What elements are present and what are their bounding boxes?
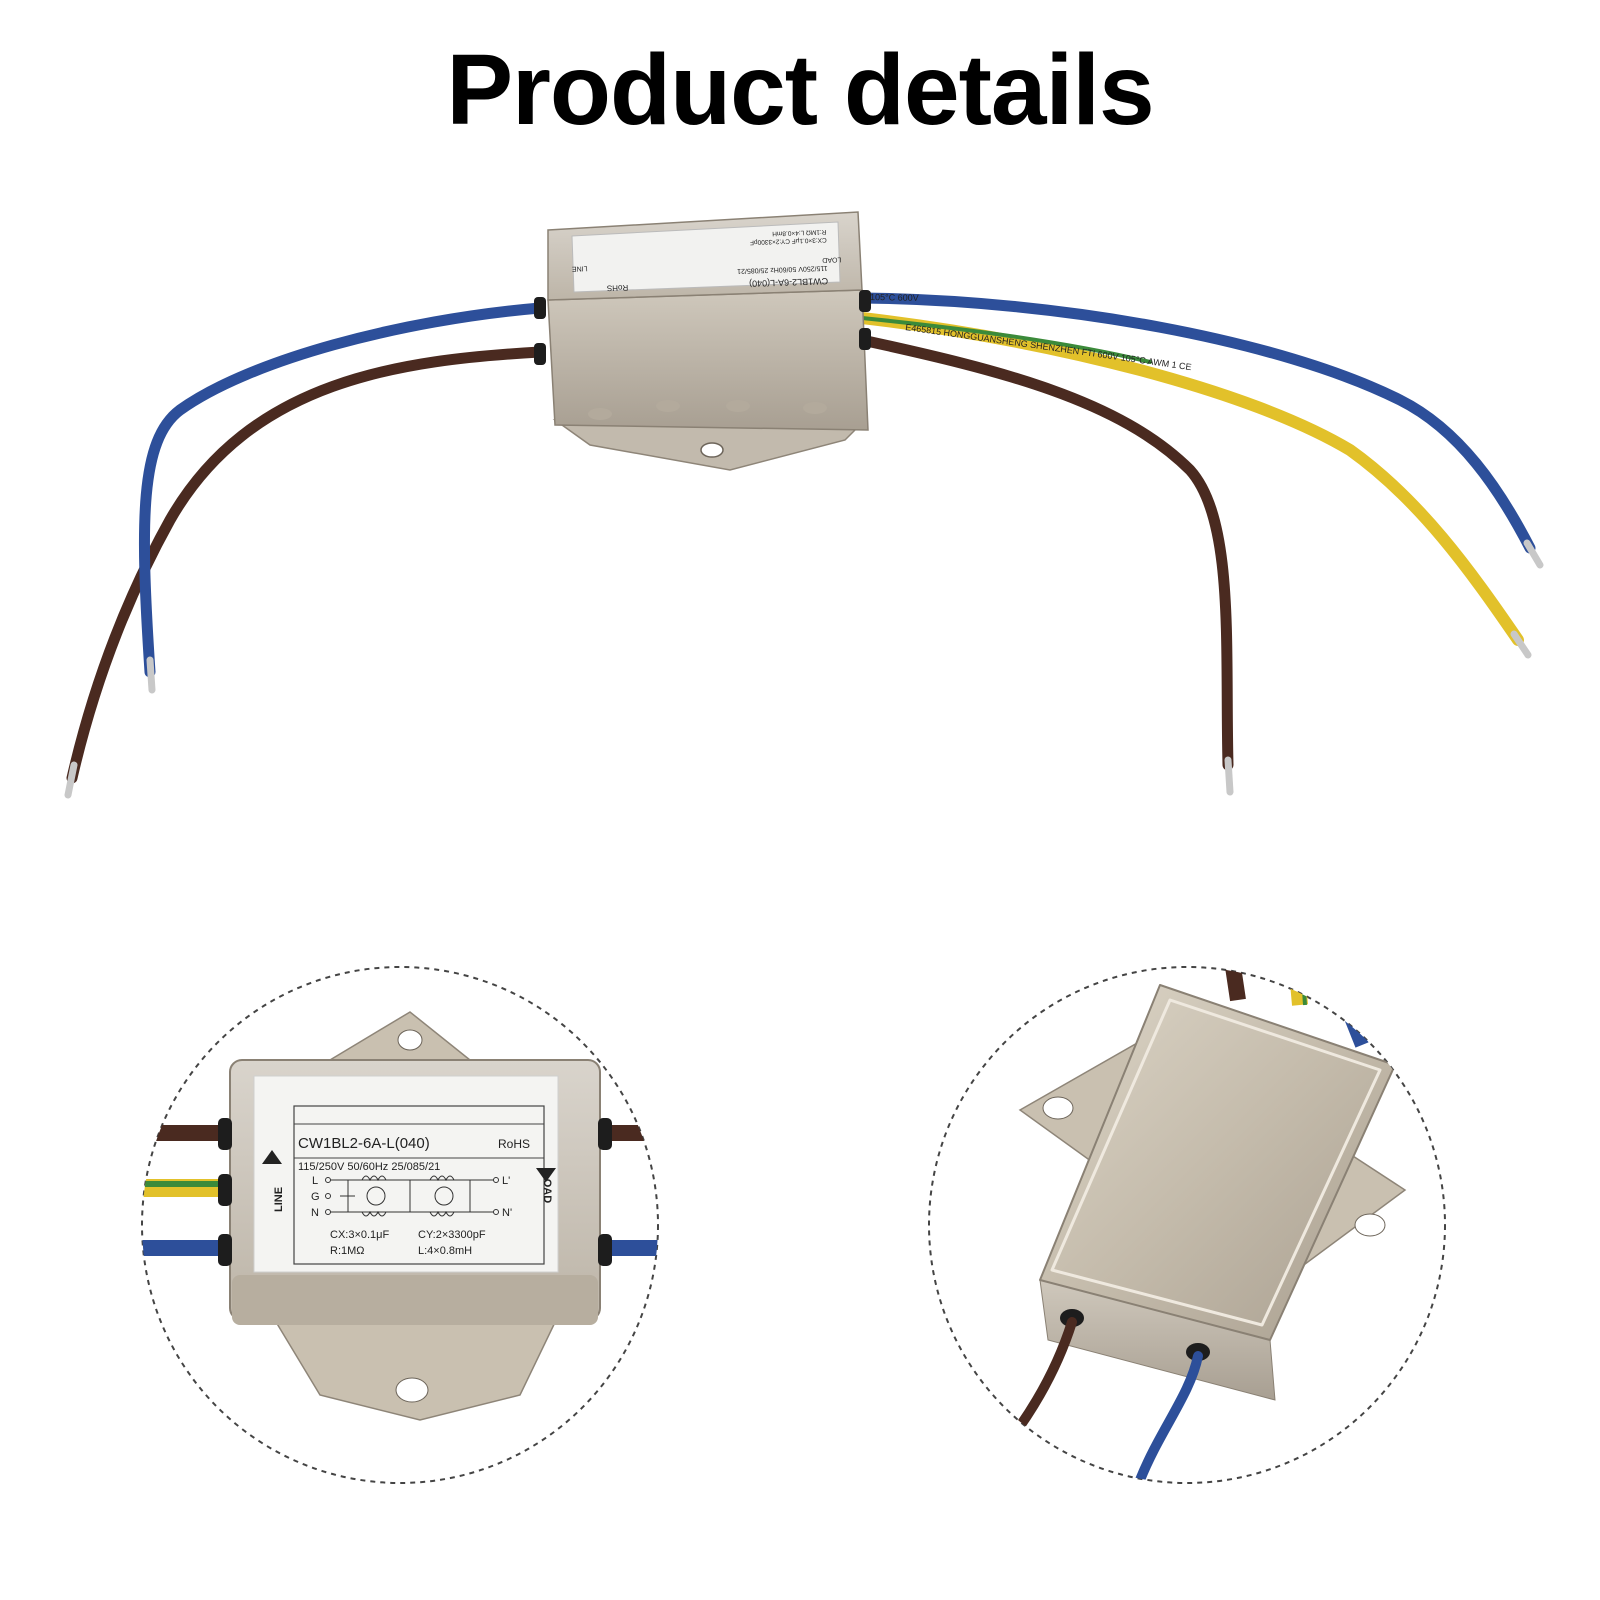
filter-box-back [1039, 984, 1396, 1341]
wire-tip [64, 761, 78, 799]
wire-tip [1224, 756, 1234, 796]
spec-cx: CX:3×0.1μF [330, 1229, 390, 1241]
box-back-highlight [1050, 998, 1382, 1327]
svg-text:CW1BL2-6A-L(040): CW1BL2-6A-L(040) [749, 276, 828, 289]
terminal-l-out: L' [502, 1175, 510, 1187]
grommet [859, 328, 871, 350]
wire-tip [1510, 630, 1532, 659]
main-filter-view: E465815 HONGGUANSHENG SHENZHEN FTI 600V … [64, 211, 1544, 799]
grommet [534, 297, 546, 319]
grommet [218, 1234, 232, 1266]
yellow-wire [1288, 967, 1308, 1006]
flange-hole [397, 1029, 423, 1051]
terminal-l: L [312, 1175, 318, 1187]
svg-text:115/250V 50/60Hz 25/085/21: 115/250V 50/60Hz 25/085/21 [737, 264, 828, 274]
load-arrow-icon [536, 1168, 556, 1182]
terminal-g: G [311, 1191, 320, 1203]
svg-text:RoHS: RoHS [607, 283, 629, 293]
svg-text:CX:3×0.1μF CY:2×3300pF: CX:3×0.1μF CY:2×3300pF [750, 236, 827, 246]
green-stripe [860, 316, 1152, 364]
rohs-mark: RoHS [498, 1137, 530, 1151]
box-dimple [588, 408, 612, 420]
brown-wire-left [66, 346, 546, 784]
terminal-n: N [311, 1207, 319, 1219]
grommet [598, 1234, 612, 1266]
box-dimple [803, 402, 827, 414]
brown-wire [1224, 967, 1246, 1002]
box-dimple [656, 400, 680, 412]
detail-front-view: CW1BL2-6A-L(040) RoHS 115/250V 50/60Hz 2… [141, 966, 659, 1484]
blue-wire-left [138, 302, 546, 678]
grommet [534, 343, 546, 365]
line-arrow-icon [262, 1150, 282, 1164]
filter-box-lower [232, 1275, 598, 1325]
blue-wire-right [856, 292, 1536, 554]
detail-label: CW1BL2-6A-L(040) RoHS 115/250V 50/60Hz 2… [253, 1075, 559, 1273]
flange-hole [1042, 1096, 1074, 1120]
box-dimple [726, 400, 750, 412]
flange-hole [1354, 1213, 1386, 1237]
flange-hole [395, 1377, 429, 1403]
grommet [218, 1174, 232, 1206]
wire-tip [1523, 539, 1544, 569]
spec-r: R:1MΩ [330, 1245, 365, 1257]
grommet [859, 290, 871, 312]
grommet [218, 1118, 232, 1150]
svg-text:LOAD: LOAD [822, 256, 841, 264]
blue-wire-print: 105°C 600V [870, 292, 919, 303]
wire-tip [146, 656, 156, 694]
yellow-wire-right [856, 312, 1524, 646]
spec-l: L:4×0.8mH [418, 1245, 472, 1257]
line-tag: LINE [273, 1187, 285, 1212]
spec-cy: CY:2×3300pF [418, 1229, 486, 1241]
ratings: 115/250V 50/60Hz 25/085/21 [298, 1161, 440, 1173]
circuit-schematic [325, 1175, 499, 1217]
page-title: Product details [446, 34, 1154, 146]
flange-hole [700, 442, 724, 458]
svg-text:LINE: LINE [571, 264, 587, 272]
svg-text:R:1MΩ L:4×0.8mH: R:1MΩ L:4×0.8mH [772, 228, 827, 237]
main-filter-label: CW1BL2-6A-L(040) RoHS 115/250V 50/60Hz 2… [571, 221, 841, 293]
model-number: CW1BL2-6A-L(040) [298, 1135, 430, 1152]
detail-back-view [928, 966, 1446, 1484]
blue-wire [1135, 1351, 1203, 1483]
grommet [598, 1118, 612, 1150]
load-tag: LOAD [541, 1172, 553, 1203]
brown-wire-right [856, 334, 1234, 771]
terminal-n-out: N' [502, 1207, 512, 1219]
